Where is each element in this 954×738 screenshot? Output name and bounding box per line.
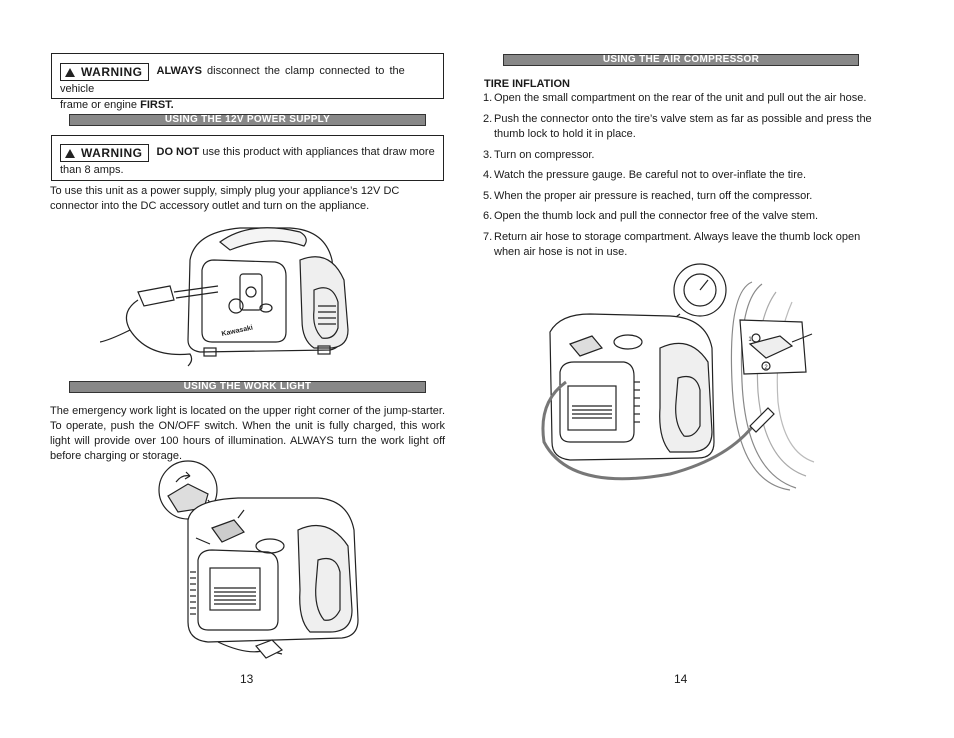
warning-text: use this product with appliances that dr… xyxy=(199,146,435,158)
warning-triangle-icon xyxy=(65,149,75,158)
power-supply-paragraph: To use this unit as a power supply, simp… xyxy=(50,185,400,212)
warning-line2: frame or engine xyxy=(60,99,141,111)
warning-text: disconnect the clamp connected to the ve… xyxy=(60,65,405,95)
tire-inflation-heading: TIRE INFLATION xyxy=(484,78,570,90)
callout-number-1: 1 xyxy=(748,337,752,343)
warning-bold-lead: DO NOT xyxy=(156,146,200,158)
page-number-right: 14 xyxy=(674,672,688,686)
tire-inflation-illustration: 1 2 xyxy=(541,263,815,491)
section-header-air-compressor: USING THE AIR COMPRESSOR xyxy=(503,54,859,66)
page-number-left: 13 xyxy=(240,672,254,686)
warning-box-amps: WARNING DO NOT use this product with appl… xyxy=(51,135,444,181)
warning-label: WARNING xyxy=(60,144,149,162)
warning-line2-bold: FIRST. xyxy=(140,99,174,111)
warning-label: WARNING xyxy=(60,63,149,81)
warning-bold-lead: ALWAYS xyxy=(156,65,202,77)
section-header-work-light: USING THE WORK LIGHT xyxy=(69,381,426,393)
work-light-illustration xyxy=(158,460,359,659)
section-header-power-supply: USING THE 12V POWER SUPPLY xyxy=(69,114,426,126)
power-supply-illustration: Kawasaki xyxy=(100,227,349,367)
callout-number-2: 2 xyxy=(764,365,768,371)
warning-box-clamp: WARNING ALWAYS disconnect the clamp conne… xyxy=(51,53,444,111)
work-light-paragraph: The emergency work light is located on t… xyxy=(50,405,445,462)
warning-triangle-icon xyxy=(65,68,75,77)
warning-line2: than 8 amps. xyxy=(60,164,124,176)
